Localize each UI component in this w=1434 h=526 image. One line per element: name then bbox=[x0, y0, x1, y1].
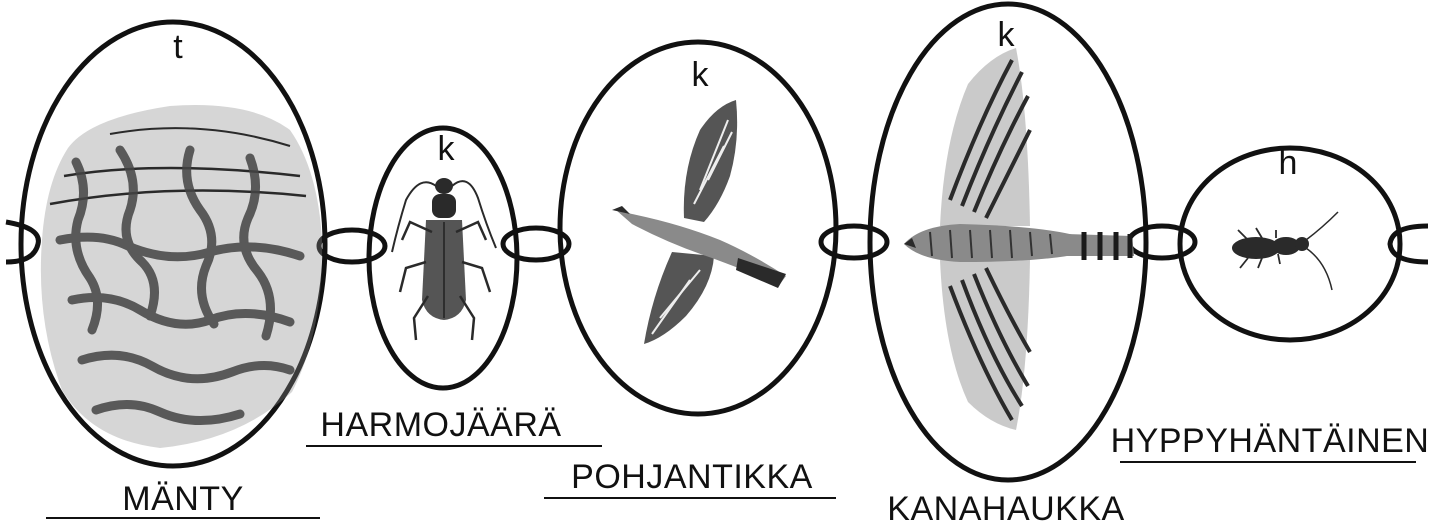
organism-hyppyhantainen: h HYPPYHÄNTÄINEN bbox=[1111, 144, 1430, 462]
trophic-role-label: h bbox=[1279, 144, 1298, 182]
organism-name-harmojaara: HARMOJÄÄRÄ bbox=[320, 406, 561, 444]
chain-link-4 bbox=[1129, 226, 1195, 258]
organism-ring-pohjantikka bbox=[560, 42, 836, 414]
trophic-role-label: k bbox=[692, 56, 710, 94]
springtail-picture bbox=[1232, 212, 1338, 290]
organism-kanahaukka: k KANAHAUKKA bbox=[870, 4, 1146, 526]
organism-pohjantikka: k POHJANTIKKA bbox=[544, 42, 836, 498]
organism-name-manty: MÄNTY bbox=[122, 480, 244, 518]
chain-link-1 bbox=[319, 230, 385, 262]
trophic-role-label: k bbox=[438, 130, 456, 168]
goshawk-picture bbox=[904, 48, 1134, 430]
chain-link-3 bbox=[821, 226, 887, 258]
trophic-role-label: t bbox=[173, 28, 183, 66]
beetle-picture bbox=[392, 178, 496, 340]
chain-link-right-edge bbox=[1390, 226, 1428, 262]
trophic-role-label: k bbox=[998, 16, 1016, 54]
bark-gallery-picture bbox=[41, 105, 322, 448]
organism-manty: t MÄNTY bbox=[21, 22, 325, 518]
organism-harmojaara: k HARMOJÄÄRÄ bbox=[306, 128, 602, 446]
woodpecker-picture bbox=[612, 100, 786, 344]
organism-name-kanahaukka: KANAHAUKKA bbox=[887, 490, 1124, 526]
organism-name-pohjantikka: POHJANTIKKA bbox=[571, 458, 813, 496]
organism-name-hyppyhantainen: HYPPYHÄNTÄINEN bbox=[1111, 422, 1430, 460]
